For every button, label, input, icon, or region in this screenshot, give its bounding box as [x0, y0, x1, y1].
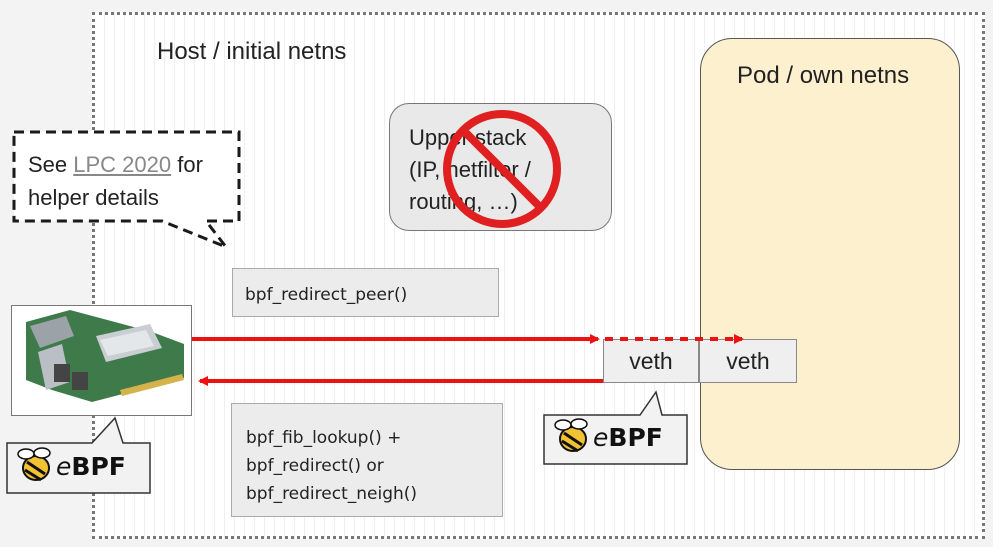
ebpf-prefix-left: e: [56, 452, 72, 481]
fib-line-2: bpf_redirect() or: [246, 456, 384, 476]
ebpf-word-right: BPF: [608, 423, 663, 452]
pod-netns-label: Pod / own netns: [737, 62, 910, 89]
ebpf-label-left: eBPF: [56, 452, 126, 481]
ebpf-bee-logo-right: [554, 418, 588, 453]
host-netns-label: Host / initial netns: [157, 38, 347, 65]
veth-host-side: veth: [603, 339, 699, 383]
ebpf-bee-logo-left: [17, 447, 51, 482]
fib-line-1: bpf_fib_lookup() +: [246, 428, 402, 448]
pod-netns-container: [700, 38, 960, 470]
forbidden-icon: [443, 110, 561, 228]
fib-line-3: bpf_redirect_neigh(): [246, 484, 418, 504]
ebpf-label-right: eBPF: [593, 423, 663, 452]
nic-card-illustration: [26, 310, 184, 402]
redirect-peer-box: bpf_redirect_peer(): [232, 268, 499, 317]
redirect-peer-label: bpf_redirect_peer(): [245, 285, 408, 305]
note-text: See LPC 2020 for helper details: [28, 148, 203, 214]
note-bubble: [12, 130, 241, 251]
note-prefix: See: [28, 152, 74, 177]
ebpf-prefix-right: e: [593, 423, 609, 452]
ebpf-word-left: BPF: [71, 452, 126, 481]
fib-lookup-box: bpf_fib_lookup() + bpf_redirect() or bpf…: [231, 403, 503, 517]
veth-pod-side: veth: [699, 339, 797, 383]
note-suffix: for: [171, 152, 203, 177]
lpc2020-link[interactable]: LPC 2020: [73, 152, 172, 177]
note-line-2: helper details: [28, 185, 159, 210]
